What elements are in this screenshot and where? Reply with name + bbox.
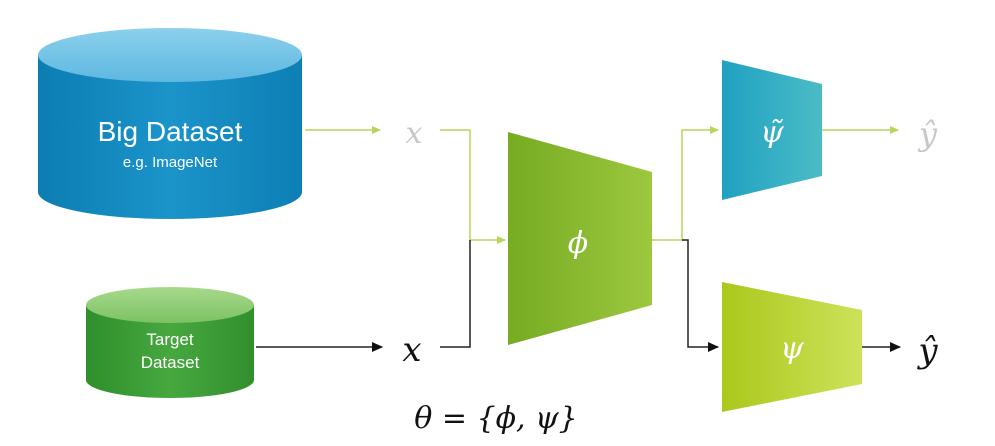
target-dataset-cylinder: Target Dataset <box>86 287 254 398</box>
source-y-hat-label: ŷ <box>917 115 938 153</box>
phi-to-psi-arrow <box>682 239 719 352</box>
target-dataset-line2: Dataset <box>141 353 200 372</box>
phi-label: ϕ <box>568 226 588 261</box>
psi-tilde-label: ψ̃ <box>760 115 784 150</box>
psi-label: ψ <box>780 331 804 366</box>
phi-block: ϕ <box>508 132 652 345</box>
psi-block: ψ <box>722 282 862 412</box>
psi-tilde-block: ψ̃ <box>722 60 822 200</box>
target-x-label: x <box>402 330 421 370</box>
target-x-to-phi-line <box>440 240 471 348</box>
source-x-label: x <box>406 116 423 151</box>
big-dataset-subtitle: e.g. ImageNet <box>123 154 218 171</box>
source-x-to-phi-arrow <box>440 129 506 244</box>
phi-to-psi-tilde-arrow <box>652 126 719 241</box>
target-dataset-line1: Target <box>146 330 194 349</box>
theta-equation: θ = {ϕ, ψ} <box>414 401 578 436</box>
big-dataset-title: Big Dataset <box>98 116 243 147</box>
big-dataset-cylinder: Big Dataset e.g. ImageNet <box>38 28 302 219</box>
target-y-hat-label: ŷ <box>916 331 938 371</box>
